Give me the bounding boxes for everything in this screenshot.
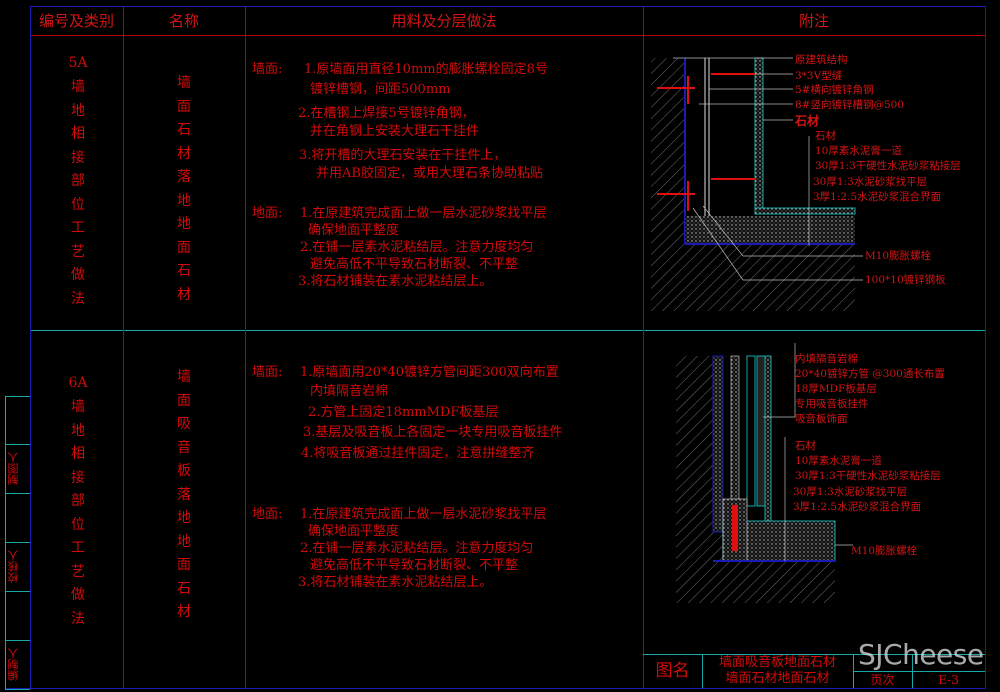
strip-divider [5,591,30,592]
row2-wall-step: 2.方管上固定18mmMDF板基层 [308,405,499,420]
row2-code: 6A [68,375,88,391]
row1-code: 5A [68,55,88,71]
row1-annotation: 3*3V型缝 [795,70,843,82]
row2-floor-step: 确保地面平整度 [308,524,400,539]
row1-annotation: M10膨胀螺栓 [865,250,932,262]
title-line-1: 墙面吸音板地面石材 [718,655,836,670]
row1-annotation: 5#横向镀锌角钢 [795,84,874,96]
row1-annotation: 10厚素水泥膏一道 [815,145,902,157]
page-label: 页次 [870,673,895,687]
row2-annotation: 30厚1:3干硬性水泥砂浆粘接层 [795,470,941,482]
row2-name: 墙面吸音板落地地面石材 [177,369,191,620]
compiled-by-label: 编制人 [7,648,20,682]
row1-annotation: 30厚1:3水泥砂浆找平层 [813,176,928,188]
row2-floor-label: 地面: [252,507,283,522]
row2-annotation: 石材 [795,440,816,452]
row1-annotation: 8#竖向镀锌槽钢@500 [795,99,905,111]
header-note: 附注 [798,12,829,30]
frame-bottom [5,688,986,689]
row2-annotation: 30厚1:3水泥砂浆找平层 [793,486,908,498]
title-divider [853,671,985,672]
row1-name: 墙面石材落地地面石材 [177,75,191,303]
row1-floor-step: 1.在原建筑完成面上做一层水泥砂浆找平层 [300,206,547,221]
strip-divider [5,493,30,494]
row2-wall-step: 1.原墙面用20*40镀锌方管间距300双向布置 [300,365,559,380]
row1-category: 墙地相接部位工艺做法 [71,79,85,307]
row2-annotation: 吸音板饰面 [795,413,848,425]
title-divider [702,654,703,688]
row2-wall-step: 4.将吸音板通过挂件固定，注意拼缝整齐 [301,446,535,461]
row1-annotation: 石材 [795,114,820,128]
header-code: 编号及类别 [38,12,114,30]
row2-floor-step: 2.在铺一层素水泥粘结层。注意力度均匀 [300,541,534,556]
row1-annotation: 石材 [815,130,836,142]
row1-detail-drawing [651,57,863,311]
row1-annotation: 原建筑结构 [795,54,848,66]
row1-wall-step: 并在角钢上安装大理石干挂件 [310,124,480,139]
row-divider [30,330,986,331]
row2-category: 墙地相接部位工艺做法 [71,399,85,627]
row1-wall-label: 墙面: [252,62,283,77]
row1-wall-step: 1.原墙面用直径10mm的膨胀螺栓固定8号 [304,62,548,77]
page-value: E-3 [938,673,959,687]
strip-divider [5,542,30,543]
header-divider [30,35,986,36]
strip-divider [5,640,30,641]
row1-wall-step: 并用AB胶固定，或用大理石条协助粘贴 [316,166,543,181]
row1-floor-step: 确保地面平整度 [308,223,400,238]
title-line-2: 墙面石材地面石材 [725,671,830,686]
row2-annotation: M10膨胀螺栓 [851,545,918,557]
row2-floor-step: 3.将石材铺装在素水泥粘结层上。 [298,575,493,590]
row1-floor-step: 避免高低不平导致石材断裂、不平整 [310,257,519,272]
row2-wall-step: 3.基层及吸音板上各固定一块专用吸音板挂件 [303,425,563,440]
row1-wall-step: 2.在槽钢上焊接5号镀锌角钢， [298,106,475,121]
row2-annotation: 18厚MDF板基层 [795,383,877,395]
row2-annotation: 10厚素水泥膏一道 [795,455,882,467]
row2-floor-step: 避免高低不平导致石材断裂、不平整 [310,558,519,573]
row2-wall-step: 内填隔音岩棉 [310,384,389,399]
signature-strip [5,396,30,690]
row2-detail-drawing [676,343,853,603]
row1-floor-step: 3.将石材铺装在素水泥粘结层上。 [298,274,493,289]
row1-wall-step: 3.将开槽的大理石安装在干挂件上， [299,148,507,163]
row2-annotation: 内填隔音岩棉 [795,353,858,365]
title-block [643,654,985,689]
header-method: 用料及分层做法 [391,12,497,30]
row2-annotation: 20*40镀锌方管 @300通长布置 [795,368,945,380]
frame-left [30,6,31,689]
row2-annotation: 3厚1:2.5水泥砂浆混合界面 [793,501,922,513]
watermark: SJCheese [858,638,984,671]
col-divider-2 [245,6,246,689]
title-label: 图名 [655,661,690,681]
col-divider-1 [123,6,124,689]
row2-floor-step: 1.在原建筑完成面上做一层水泥砂浆找平层 [300,507,547,522]
row2-wall-label: 墙面: [252,365,283,380]
header-name: 名称 [168,12,199,30]
checked-by-label: 校核人 [7,550,20,584]
row1-floor-step: 2.在铺一层素水泥粘结层。注意力度均匀 [300,240,534,255]
row1-annotation: 100*10镀锌钢板 [865,274,946,286]
strip-divider [5,444,30,445]
col-divider-3 [643,6,644,689]
row1-annotation: 30厚1:3干硬性水泥砂浆粘接层 [815,160,961,172]
frame-top [30,6,986,7]
row2-annotation: 专用吸音板挂件 [795,398,869,410]
row1-floor-label: 地面: [252,206,283,221]
row1-wall-step: 镀锌槽钢，间距500mm [310,82,451,97]
frame-right [985,6,986,689]
drawn-by-label: 制图人 [7,452,20,486]
row1-annotation: 3厚1:2.5水泥砂浆混合界面 [813,191,942,203]
